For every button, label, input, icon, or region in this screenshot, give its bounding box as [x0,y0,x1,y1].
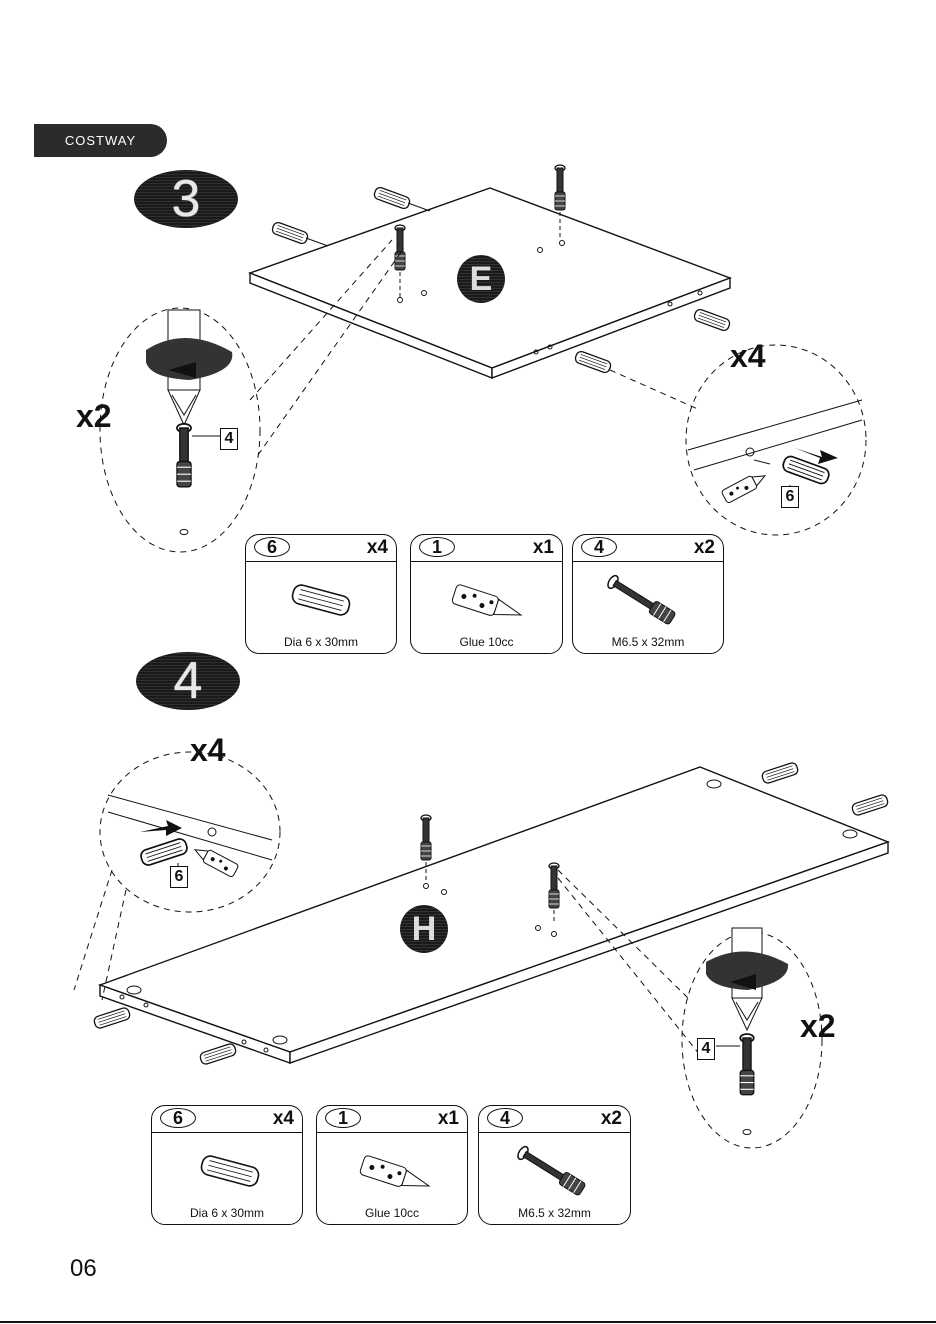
part-number: 4 [487,1108,523,1128]
part-card-dowel: 6 x4 Dia 6 x 30mm [151,1105,303,1225]
page-number: 06 [70,1255,97,1283]
part-card-screw: 4 x2 M6.5 x 32mm [478,1105,631,1225]
glue-bottle-icon [411,562,561,632]
dowel-quantity-label: x4 [730,338,766,375]
part-quantity: x1 [438,1108,459,1130]
part-quantity: x1 [533,537,554,559]
part-card-dowel: 6 x4 Dia 6 x 30mm [245,534,397,654]
part-card-header: 4 x2 [479,1106,630,1133]
dowel-icon [152,1133,302,1203]
part-caption: M6.5 x 32mm [479,1206,630,1220]
dowel-part-callout: 6 [781,486,799,508]
part-quantity: x4 [273,1108,294,1130]
part-number: 4 [581,537,617,557]
part-card-glue: 1 x1 Glue 10cc [316,1105,468,1225]
part-caption: M6.5 x 32mm [573,635,723,649]
step-number-badge: 3 [134,170,238,228]
screw-part-callout: 4 [697,1038,715,1060]
panel-label-h: H [400,905,448,953]
part-quantity: x2 [601,1108,622,1130]
footer-rule [0,1321,936,1323]
panel-label-e: E [457,255,505,303]
screw-part-callout: 4 [220,428,238,450]
screw-icon [479,1133,629,1203]
part-card-header: 6 x4 [152,1106,302,1133]
part-quantity: x4 [367,537,388,559]
dowel-part-callout: 6 [170,866,188,888]
part-card-screw: 4 x2 M6.5 x 32mm [572,534,724,654]
part-number: 6 [254,537,290,557]
part-card-header: 6 x4 [246,535,396,562]
step-number-badge: 4 [136,652,240,710]
dowel-quantity-label: x4 [190,732,226,769]
screw-quantity-label: x2 [76,398,112,435]
part-caption: Dia 6 x 30mm [246,635,396,649]
part-number: 1 [325,1108,361,1128]
part-card-header: 1 x1 [317,1106,467,1133]
part-caption: Glue 10cc [411,635,562,649]
part-card-header: 1 x1 [411,535,562,562]
part-caption: Dia 6 x 30mm [152,1206,302,1220]
part-number: 1 [419,537,455,557]
dowel-icon [246,562,396,632]
part-card-glue: 1 x1 Glue 10cc [410,534,563,654]
part-caption: Glue 10cc [317,1206,467,1220]
part-quantity: x2 [694,537,715,559]
screw-quantity-label: x2 [800,1008,836,1045]
screw-icon [573,562,723,632]
part-number: 6 [160,1108,196,1128]
glue-bottle-icon [317,1133,467,1203]
part-card-header: 4 x2 [573,535,723,562]
